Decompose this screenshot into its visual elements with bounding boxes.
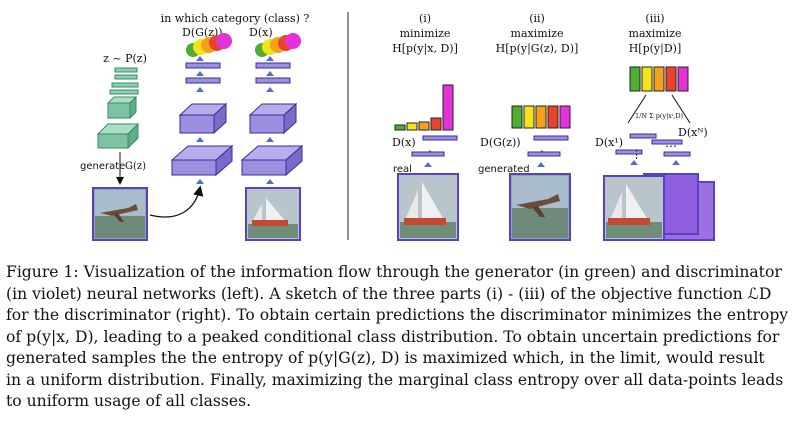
- ellipsis: ⋯: [665, 139, 677, 153]
- panel-iii-d-first-label: D(x¹): [595, 136, 623, 149]
- gz-label: G(z): [125, 161, 146, 172]
- caption-line: for the discriminator (right). To obtain…: [6, 306, 789, 324]
- generate-label: generate: [80, 161, 125, 172]
- figure-diagram: in which category (class) ? z ~ P(z) gen…: [80, 12, 715, 241]
- generated-image-ii: [509, 173, 571, 241]
- panel-i-d-label: D(x): [392, 136, 416, 149]
- caption-line: generated samples the the entropy of p(y…: [6, 349, 765, 367]
- panel-i-formula: H[p(y|x, D)]: [392, 42, 458, 56]
- panel-iii-number: (iii): [645, 12, 664, 25]
- panel-iii-d-last-label: D(xᴺ): [678, 126, 708, 139]
- discriminator-dx: D(x): [240, 26, 304, 184]
- discriminator-dgz: D(G(z)): [170, 26, 234, 184]
- marginal-sum-label: 1/N Σ p(y|xⁱ,D): [635, 112, 684, 120]
- panel-ii-d-label: D(G(z)): [480, 136, 521, 149]
- figure-caption: Figure 1: Visualization of the informati…: [6, 262, 796, 413]
- caption-line: Figure 1: Visualization of the informati…: [6, 263, 782, 281]
- panel-i: (i) minimize H[p(y|x, D)] D(x) ⋯ real: [392, 12, 459, 241]
- panel-ii-sample-label: generated: [478, 164, 530, 175]
- caption-line: to uniform usage of all classes.: [6, 392, 252, 410]
- caption-line: (in violet) neural networks (left). A sk…: [6, 284, 772, 303]
- panel-iii-action: maximize: [629, 27, 682, 40]
- ellipsis: ⋮: [631, 148, 642, 161]
- generated-image: [92, 187, 148, 241]
- dx-label: D(x): [249, 26, 273, 39]
- stacked-images: [603, 173, 715, 241]
- panel-iii: (iii) maximize H[p(y|D)] 1/N Σ p(y|xⁱ,D)…: [595, 12, 715, 241]
- panel-ii: (ii) maximize H[p(y|G(z), D)] D(G(z)) ⋯ …: [478, 12, 579, 241]
- panel-i-action: minimize: [400, 27, 451, 40]
- dgz-label: D(G(z)): [182, 26, 223, 39]
- z-label: z ~ P(z): [103, 52, 147, 65]
- panel-ii-number: (ii): [529, 12, 545, 25]
- left-panel: in which category (class) ? z ~ P(z) gen…: [80, 12, 310, 241]
- panel-ii-formula: H[p(y|G(z), D)]: [496, 42, 579, 56]
- panel-i-sample-label: real: [393, 164, 412, 175]
- panel-i-number: (i): [419, 12, 431, 25]
- panel-ii-action: maximize: [511, 27, 564, 40]
- generator-network: z ~ P(z) generate G(z): [80, 52, 147, 185]
- real-image-left: [245, 187, 301, 241]
- caption-line: of p(y|x, D), leading to a peaked condit…: [6, 327, 780, 346]
- panel-iii-formula: H[p(y|D)]: [629, 42, 682, 56]
- caption-line: in a uniform distribution. Finally, maxi…: [6, 370, 784, 389]
- question-label: in which category (class) ?: [161, 12, 310, 25]
- real-image-i: [397, 173, 459, 241]
